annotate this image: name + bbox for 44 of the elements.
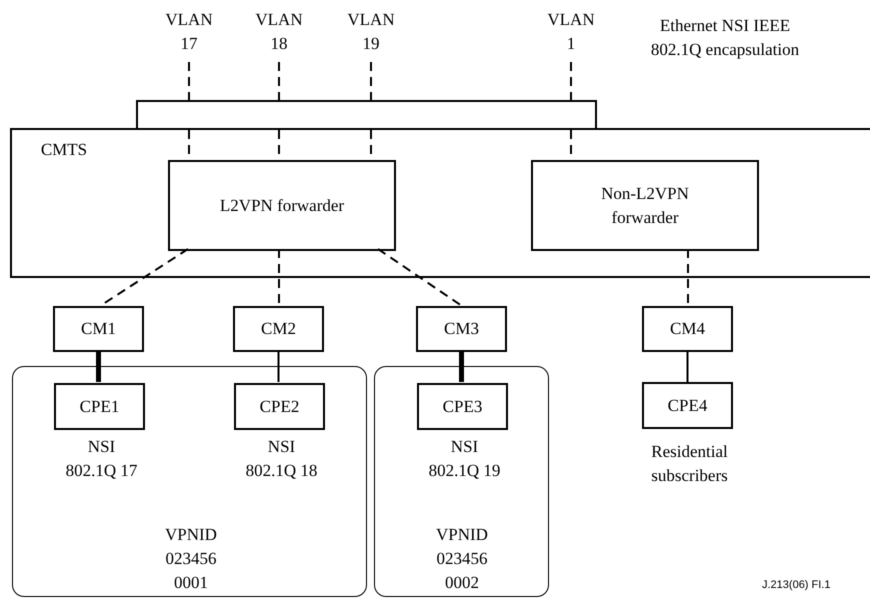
- side-note: NSI 802.1Q 18: [244, 436, 318, 482]
- side-note: Residential subscribers: [650, 441, 729, 487]
- device-box: [168, 160, 396, 251]
- device-box: [233, 306, 324, 352]
- node-text: CPE2: [258, 396, 300, 418]
- connector-line: [687, 249, 689, 306]
- node-text: CPE4: [666, 394, 708, 416]
- node-text: VPNID 023456 0002: [435, 524, 489, 594]
- interface-note: Ethernet NSI IEEE 802.1Q encapsulation: [650, 15, 800, 61]
- connector-line: [459, 352, 464, 382]
- device-box: [531, 160, 759, 251]
- node-text: CPE1: [78, 396, 120, 418]
- connector-line: [278, 249, 280, 306]
- node-text: L2VPN forwarder: [218, 194, 346, 216]
- connector-line: [278, 352, 280, 382]
- encapsulation-bar: [136, 100, 597, 130]
- node-text: VLAN 19: [346, 9, 396, 55]
- connector-line: [370, 62, 372, 100]
- vpn-group-box: [12, 366, 367, 597]
- node-text: CM1: [80, 318, 117, 340]
- node-text: CPE3: [442, 396, 484, 418]
- node-text: Non-L2VPN forwarder: [600, 182, 690, 228]
- connector-line: [96, 352, 101, 382]
- connector-line: [188, 62, 190, 100]
- side-note: NSI 802.1Q 19: [428, 436, 502, 482]
- node-text: VLAN 18: [254, 9, 304, 55]
- node-text: CM3: [443, 318, 480, 340]
- connector-line: [278, 62, 280, 100]
- connector-line: [570, 62, 572, 100]
- node-text: CM2: [260, 318, 297, 340]
- device-box: [53, 306, 144, 352]
- connector-line: [686, 352, 688, 382]
- cmts-box: [10, 128, 870, 278]
- vpn-group-box: [374, 366, 549, 597]
- figure-code: J.213(06) FI.1: [762, 578, 830, 592]
- device-box: [642, 306, 733, 352]
- connector-line: [377, 248, 463, 307]
- node-text: VLAN 17: [164, 9, 214, 55]
- side-note: NSI 802.1Q 17: [64, 436, 138, 482]
- node-text: CMTS: [40, 139, 88, 161]
- device-box: [416, 306, 507, 352]
- node-text: VPNID 023456 0001: [164, 524, 218, 594]
- node-text: CM4: [669, 318, 706, 340]
- node-text: VLAN 1: [546, 9, 596, 55]
